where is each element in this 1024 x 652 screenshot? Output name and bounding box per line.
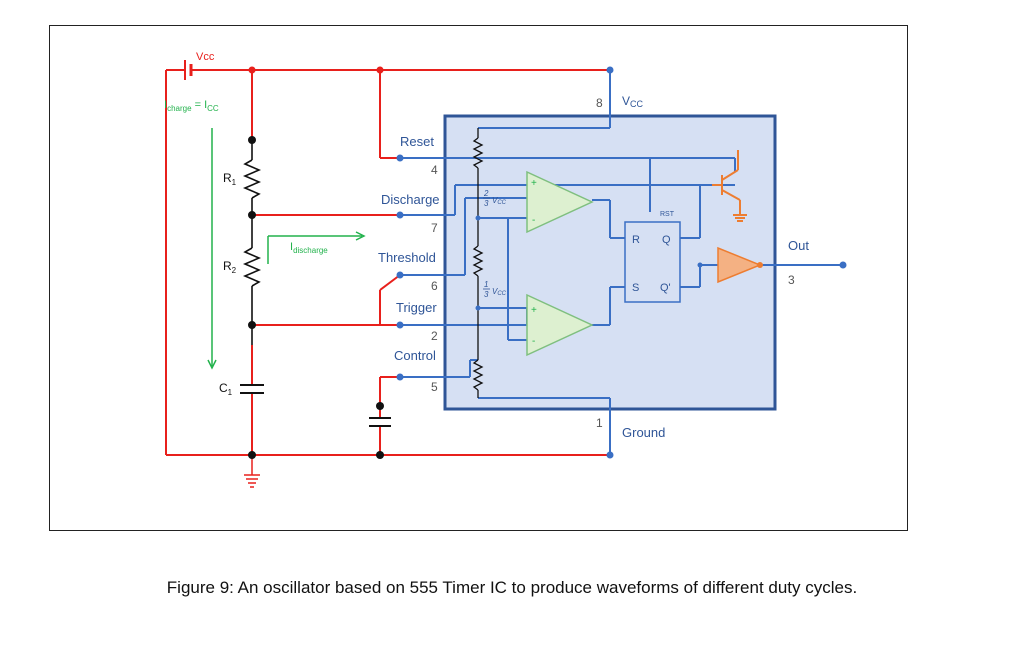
two-thirds-vcc: VCC	[492, 196, 507, 206]
ff-qbar-label: Q'	[660, 282, 671, 294]
output-node	[757, 262, 763, 268]
pin2-label: 2	[431, 329, 438, 343]
ic-pin-wiring	[400, 70, 843, 455]
resistor-r1	[242, 140, 262, 215]
upper-comparator	[526, 170, 594, 234]
trigger-label: Trigger	[396, 300, 437, 315]
lower-comparator	[526, 293, 594, 357]
resistor-r2	[242, 215, 262, 345]
reset-label: Reset	[400, 134, 434, 149]
capacitor-control	[369, 417, 391, 427]
sr-flip-flop	[624, 221, 681, 303]
external-wiring	[165, 69, 610, 456]
out-label: Out	[788, 238, 809, 253]
figure-frame	[49, 25, 908, 531]
lower-minus: -	[532, 336, 535, 347]
one-third-den: 3	[484, 290, 489, 299]
one-third-vcc: VCC	[492, 287, 507, 297]
vcc-pin-label: VCC	[622, 94, 644, 109]
battery-vcc-label: Vcc	[196, 51, 215, 63]
upper-minus: -	[532, 215, 535, 226]
ground-label: Ground	[622, 425, 665, 440]
i-charge-label: Icharge = ICC	[164, 99, 219, 113]
ff-r-label: R	[632, 234, 640, 246]
capacitor-c1	[240, 384, 264, 394]
discharge-transistor-icon	[712, 150, 747, 222]
i-discharge-label: Idischarge	[290, 241, 328, 255]
pin5-label: 5	[431, 380, 438, 394]
discharge-label: Discharge	[381, 192, 440, 207]
pin4-label: 4	[431, 163, 438, 177]
ff-s-label: S	[632, 282, 639, 294]
control-label: Control	[394, 348, 436, 363]
upper-plus: +	[531, 178, 537, 189]
r1-label: R1	[223, 171, 237, 187]
two-thirds-den: 3	[484, 199, 489, 208]
junction-dots	[248, 66, 384, 74]
pin8-label: 8	[596, 96, 603, 110]
one-third-num: 1	[484, 280, 488, 289]
c1-label: C1	[219, 381, 233, 397]
pin6-label: 6	[431, 279, 438, 293]
pin3-label: 3	[788, 273, 795, 287]
r2-label: R2	[223, 259, 237, 275]
figure-caption: Figure 9: An oscillator based on 555 Tim…	[166, 578, 858, 597]
pin-dots	[396, 66, 847, 459]
divider-resistors	[472, 128, 484, 398]
node-dots	[248, 136, 384, 459]
output-buffer	[717, 246, 762, 284]
current-arrows	[207, 128, 366, 370]
battery-vcc-icon	[184, 60, 193, 80]
two-thirds-num: 2	[483, 189, 489, 198]
lower-plus: +	[531, 305, 537, 316]
ff-rst-label: RST	[660, 211, 675, 218]
ff-q-label: Q	[662, 234, 671, 246]
pin1-label: 1	[596, 416, 603, 430]
threshold-label: Threshold	[378, 250, 436, 265]
ground-icon	[244, 455, 260, 488]
pin7-label: 7	[431, 221, 438, 235]
